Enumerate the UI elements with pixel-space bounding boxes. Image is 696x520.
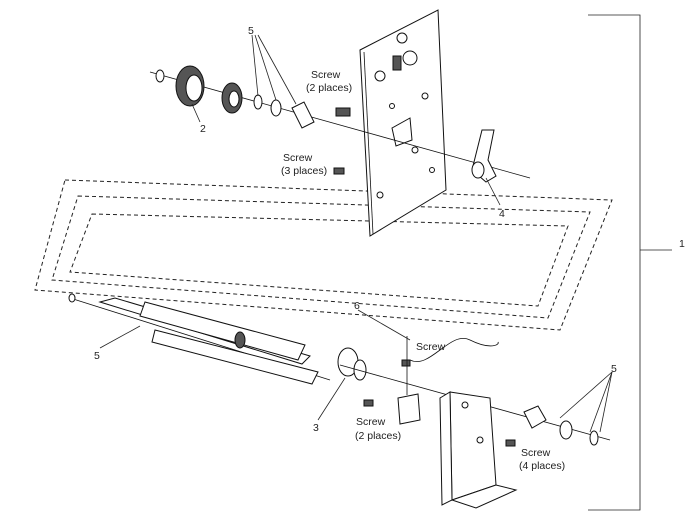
screw-qty-bottom-right: (4 places) [519, 460, 565, 472]
screw-qty-bottom-left: (2 places) [355, 430, 401, 442]
screw-qty-middle: (3 places) [281, 165, 327, 177]
sensor-bracket [397, 393, 421, 425]
callout-5-bottom-right: 5 [611, 363, 617, 375]
screws-bottom [363, 336, 516, 447]
bottom-side-bracket [439, 391, 518, 509]
leader-lines [99, 34, 613, 433]
bushing-left [337, 347, 367, 381]
screw-label-bottom-left: Screw [356, 416, 386, 428]
assembly-bracket [588, 14, 672, 511]
screw-label-bottom-right: Screw [521, 447, 551, 459]
screws-top [333, 107, 351, 175]
harness [401, 338, 499, 367]
callout-1: 1 [679, 238, 685, 250]
callout-6: 6 [354, 300, 360, 312]
callout-5-roller: 5 [94, 350, 100, 362]
screw-label-middle: Screw [283, 152, 313, 164]
screw-label-harness: Screw [416, 341, 446, 353]
roller-assembly [68, 293, 331, 385]
lever [471, 129, 497, 183]
top-side-plate [359, 9, 447, 237]
parts-bottom-right [523, 405, 599, 446]
pulley-gear [175, 65, 243, 114]
top-shaft-axis [149, 71, 531, 179]
screw-label-top: Screw [311, 69, 341, 81]
callout-3: 3 [313, 422, 319, 434]
callout-2: 2 [200, 123, 206, 135]
callout-5-top: 5 [248, 25, 254, 37]
screw-qty-top: (2 places) [306, 82, 352, 94]
callout-4: 4 [499, 208, 505, 220]
